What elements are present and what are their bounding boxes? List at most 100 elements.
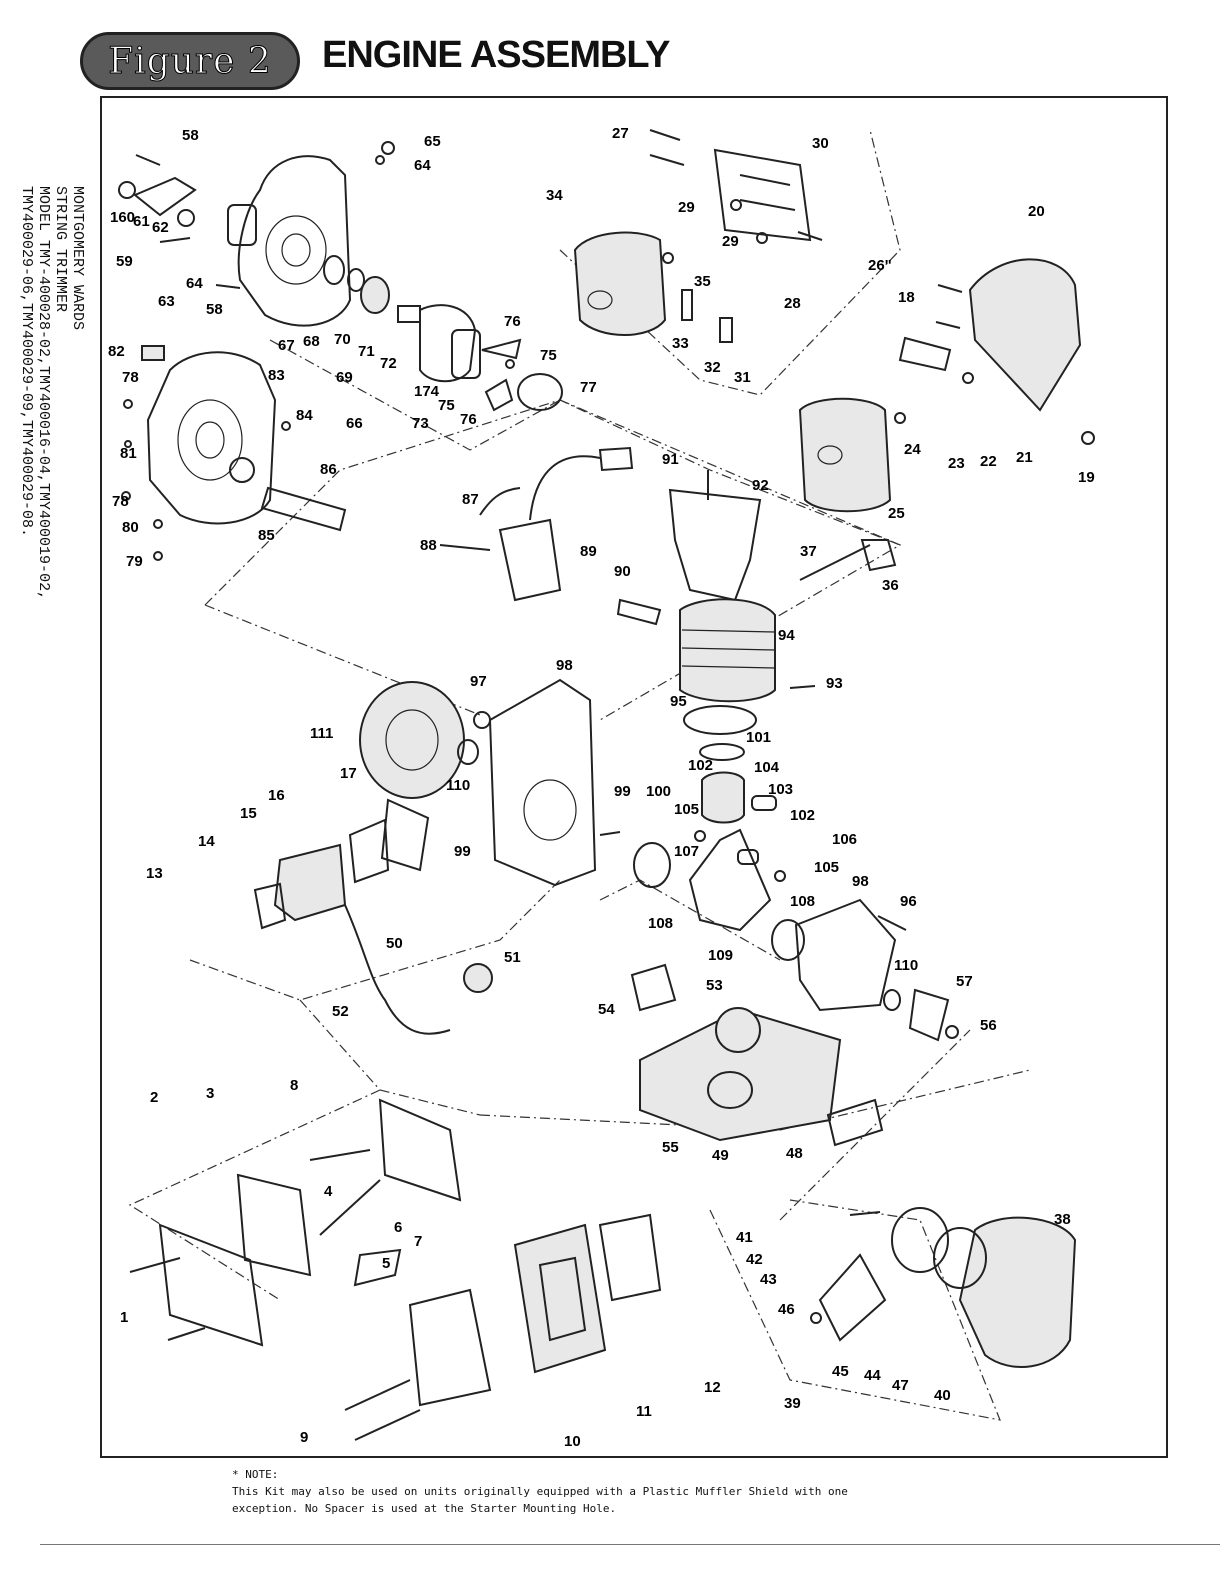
callout-62: 62 [152,219,169,236]
callout-174: 174 [414,383,440,400]
callout-45: 45 [832,1363,849,1380]
callout-52: 52 [332,1003,349,1020]
callout-76: 76 [504,313,521,330]
callout-70: 70 [334,331,351,348]
figure-badge-label: Figure 2 [108,41,272,83]
callout-5: 5 [382,1255,390,1272]
fuel-tank-group [630,963,884,1147]
callout-31: 31 [734,369,751,386]
callout-33: 33 [672,335,689,352]
callout-56: 56 [980,1017,997,1034]
callout-102: 102 [688,757,713,774]
magneto-group [451,329,563,412]
callout-81: 81 [120,445,137,462]
callout-111: 111 [310,725,333,742]
callout-88: 88 [420,537,437,554]
footnote-line-2: exception. No Spacer is used at the Star… [232,1502,617,1515]
air-filter-group [129,1098,662,1441]
callout-71: 71 [358,343,375,360]
callout-9: 9 [300,1429,308,1446]
callout-4: 4 [324,1183,333,1200]
callout-87: 87 [462,491,479,508]
callout-109: 109 [708,947,733,964]
callout-105: 105 [674,801,699,818]
fan-housing-group [118,141,477,383]
callout-18: 18 [898,289,915,306]
callout-27: 27 [612,125,629,142]
callout-83: 83 [268,367,285,384]
callout-108: 108 [648,915,673,932]
callout-105: 105 [814,859,839,876]
callout-93: 93 [826,675,843,692]
callout-61: 61 [133,213,150,230]
carburetor-group [253,798,493,1035]
callout-110: 110 [894,957,918,974]
callout-110: 110 [446,777,470,794]
callout-67: 67 [278,337,295,354]
callout-63: 63 [158,293,175,310]
callout-8: 8 [290,1077,298,1094]
callout-92: 92 [752,477,769,494]
callout-82: 82 [108,343,125,360]
callout-160: 160 [110,209,135,226]
callout-97: 97 [470,673,487,690]
callout-64: 64 [186,275,203,292]
callout-68: 68 [303,333,320,350]
callout-64: 64 [414,157,431,174]
callout-41: 41 [736,1229,753,1246]
callout-58: 58 [206,301,223,318]
callout-73: 73 [412,415,429,432]
callout-23: 23 [948,455,965,472]
callout-29: 29 [722,233,739,250]
callout-25: 25 [888,505,905,522]
callout-95: 95 [670,693,687,710]
callout-34: 34 [546,187,563,204]
footnote-head: * NOTE: [232,1468,279,1481]
callout-15: 15 [240,805,257,822]
callout-99: 99 [454,843,471,860]
callout-40: 40 [934,1387,951,1404]
callout-65: 65 [424,133,441,150]
callout-94: 94 [778,627,795,644]
callout-75: 75 [540,347,557,364]
callout-39: 39 [784,1395,801,1412]
callout-90: 90 [614,563,631,580]
callout-13: 13 [146,865,163,882]
callout-55: 55 [662,1139,679,1156]
callout-69: 69 [336,369,353,386]
footnote-line-1: This Kit may also be used on units origi… [232,1485,848,1498]
callout-77: 77 [580,379,597,396]
figure-badge: Figure 2 [80,32,300,90]
footnote: * NOTE: This Kit may also be used on uni… [232,1466,848,1517]
callout-43: 43 [760,1271,777,1288]
callout-96: 96 [900,893,917,910]
callout-103: 103 [768,781,793,798]
callout-24: 24 [904,441,921,458]
callout-51: 51 [504,949,521,966]
callout-98: 98 [852,873,869,890]
callout-84: 84 [296,407,313,424]
callout-26": 26" [868,257,892,274]
callout-53: 53 [706,977,723,994]
callout-29: 29 [678,199,695,216]
callout-42: 42 [746,1251,763,1268]
callout-75: 75 [438,397,455,414]
callout-100: 100 [646,783,671,800]
callout-98: 98 [556,657,573,674]
callout-91: 91 [662,451,679,468]
callout-37: 37 [800,543,817,560]
callout-22: 22 [980,453,997,470]
callout-49: 49 [712,1147,729,1164]
ignition-coil-group [439,446,762,602]
callout-32: 32 [704,359,721,376]
callout-46: 46 [778,1301,795,1318]
starter-housing-group [121,345,347,561]
muffler-cover-group [573,129,823,343]
callout-86: 86 [320,461,337,478]
callout-3: 3 [206,1085,214,1102]
callout-28: 28 [784,295,801,312]
callout-10: 10 [564,1433,581,1450]
diagram-frame [100,96,1168,1458]
callout-102: 102 [790,807,815,824]
